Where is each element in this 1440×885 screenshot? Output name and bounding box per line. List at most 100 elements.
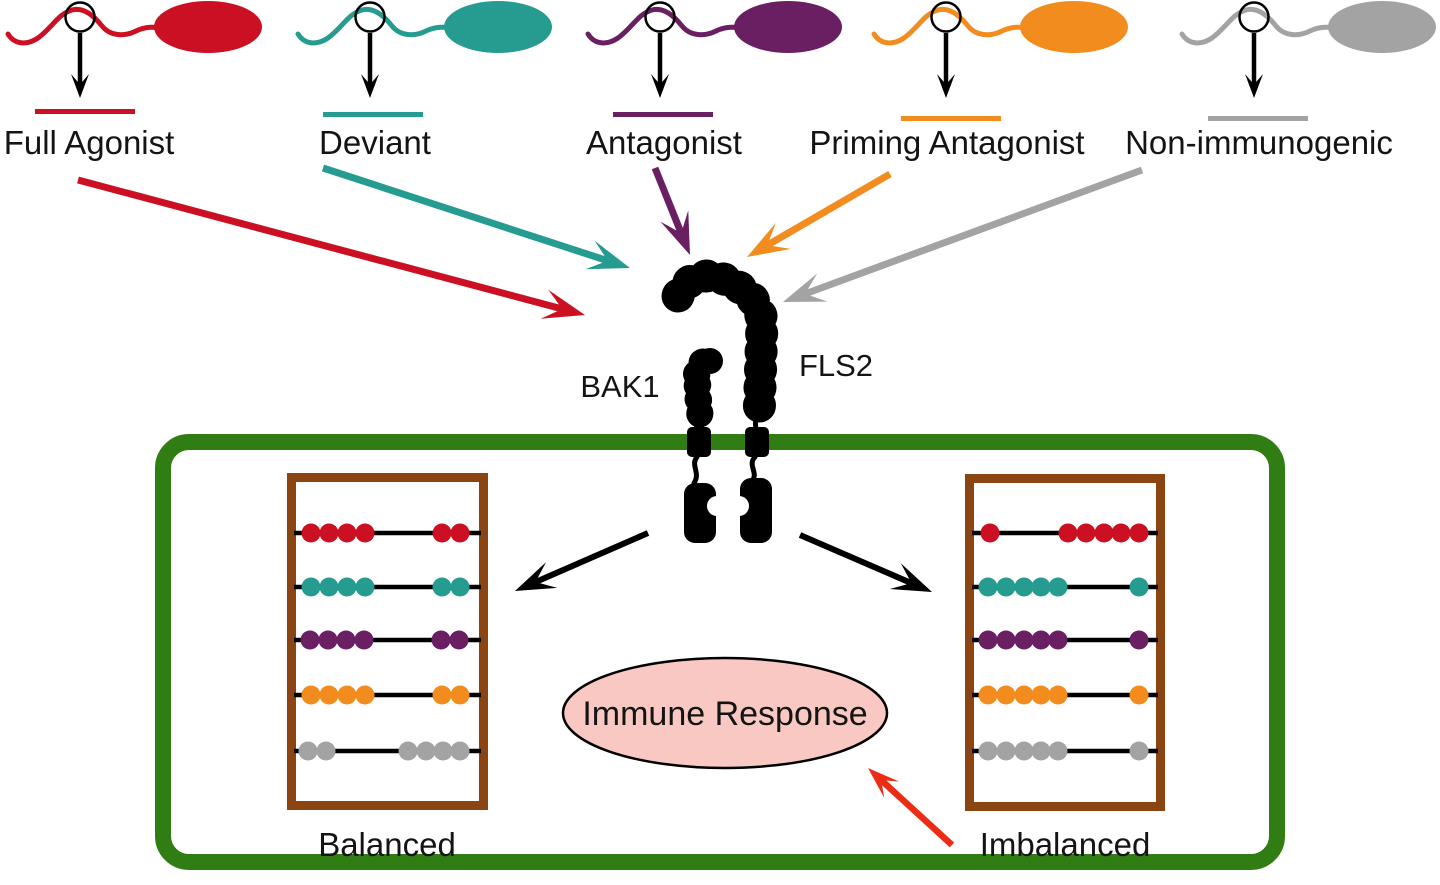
peptide-extract-arrow-head: [361, 74, 379, 98]
signal-arrow-4-head: [783, 273, 828, 302]
abacus-bead: [450, 685, 470, 705]
abacus-bead: [1014, 685, 1034, 705]
flow-arrow-layer: [515, 530, 955, 848]
abacus-bead: [1129, 630, 1149, 650]
abacus-bead: [318, 630, 338, 650]
immune-response-label: Immune Response: [582, 695, 867, 733]
signal-arrow-0-shaft: [77, 176, 566, 313]
abacus-bead: [336, 630, 356, 650]
abacus-bead: [1048, 741, 1068, 761]
bacterium-body: [1020, 1, 1128, 53]
signal-arrow-2: [651, 166, 690, 255]
abacus-bead: [1031, 685, 1051, 705]
abacus-frame: [965, 474, 1165, 811]
bak1-transmembrane: [687, 427, 711, 457]
abacus-bead: [450, 523, 470, 543]
abacus-frame: [287, 473, 488, 810]
cell-membrane-outline: [155, 434, 1285, 870]
abacus-bead: [1129, 741, 1149, 761]
bacterium-2: [585, 1, 842, 98]
abacus-bead: [1031, 630, 1051, 650]
signal-arrow-layer: [77, 164, 1144, 319]
abacus-bead: [996, 630, 1016, 650]
abacus-bead: [1048, 685, 1068, 705]
epitope-circle: [930, 1, 962, 33]
bacterium-1: [295, 1, 552, 98]
receptor-complex: BAK1 FLS2: [580, 259, 873, 543]
bacterium-body: [734, 1, 842, 53]
bak1-kinase-notch: [707, 496, 727, 516]
abacus-bead: [431, 630, 451, 650]
peptide-line: [1208, 116, 1308, 121]
abacus-bead: [337, 523, 357, 543]
epitope-circle: [1238, 1, 1270, 33]
flagellum: [5, 6, 166, 46]
abacus-bead: [1014, 630, 1034, 650]
abacus-bead: [300, 630, 320, 650]
variant-label: Priming Antagonist: [809, 124, 1084, 161]
outcome-arrow-0: [515, 530, 650, 591]
abacus-bead: [301, 685, 321, 705]
abacus-bead: [319, 685, 339, 705]
fls2-kinase-domain: [740, 478, 772, 543]
abacus-bead: [1129, 577, 1149, 597]
abacus-bead: [1048, 577, 1068, 597]
signal-arrow-3-shaft: [763, 170, 892, 250]
fls2-label: FLS2: [799, 348, 873, 383]
abacus-bead: [450, 577, 470, 597]
peptide-extract-arrow-head: [71, 74, 89, 98]
peptide-extract-arrow: [1245, 33, 1263, 98]
signal-arrow-2-shaft: [651, 166, 686, 237]
abacus-bead: [337, 577, 357, 597]
peptide-line: [613, 112, 713, 117]
bacterium-3: [871, 1, 1128, 98]
bak1-label: BAK1: [580, 369, 659, 404]
immune-highlight-arrow-head: [868, 768, 900, 798]
bak1-lrr-ectodomain: [682, 348, 728, 435]
abacus-bead: [978, 685, 998, 705]
variant-label: Antagonist: [586, 124, 742, 161]
immune-response-ellipse: [561, 656, 889, 770]
signal-arrow-0-head: [540, 289, 585, 319]
flagellum: [295, 6, 456, 46]
signal-arrow-1: [321, 164, 630, 270]
signal-arrow-0: [77, 176, 585, 319]
variant-label: Non-immunogenic: [1125, 124, 1393, 161]
fls2-lrr-ectodomain: [661, 259, 779, 437]
outcome-arrow-0-shaft: [532, 530, 650, 586]
peptide-extract-arrow-head: [651, 74, 669, 98]
abacus-bead: [1076, 523, 1096, 543]
abacus-bead: [1014, 741, 1034, 761]
peptide-extract-arrow: [651, 33, 669, 98]
abacus-bead: [416, 741, 436, 761]
signal-arrow-3: [747, 170, 892, 257]
abacus-bead: [996, 741, 1016, 761]
peptide-extract-arrow: [937, 33, 955, 98]
flagellum: [585, 6, 746, 46]
abacus-bead: [301, 577, 321, 597]
abacus-bead: [298, 741, 318, 761]
outcome-arrow-0-head: [515, 562, 558, 591]
epitope-circle: [64, 1, 96, 33]
peptide-extract-arrow-head: [937, 74, 955, 98]
abacus-bead: [319, 577, 339, 597]
abacus-bead: [1014, 577, 1034, 597]
abacus-bead: [337, 685, 357, 705]
abacus-bead: [355, 523, 375, 543]
abacus-bead: [432, 523, 452, 543]
bacterium-body: [1328, 1, 1436, 53]
bacterium-body: [444, 1, 552, 53]
abacus-bead: [301, 523, 321, 543]
abacus-bead: [1031, 577, 1051, 597]
abacus-bead: [354, 630, 374, 650]
peptide-line: [901, 116, 1001, 121]
abacus-bead: [996, 577, 1016, 597]
abacus-bead: [316, 741, 336, 761]
variant-label: Full Agonist: [4, 124, 175, 161]
abacus-bead: [449, 630, 469, 650]
abacus-balanced: Balanced: [287, 473, 488, 863]
signal-arrow-2-head: [660, 210, 690, 255]
bak1-kinase-domain: [684, 483, 716, 543]
